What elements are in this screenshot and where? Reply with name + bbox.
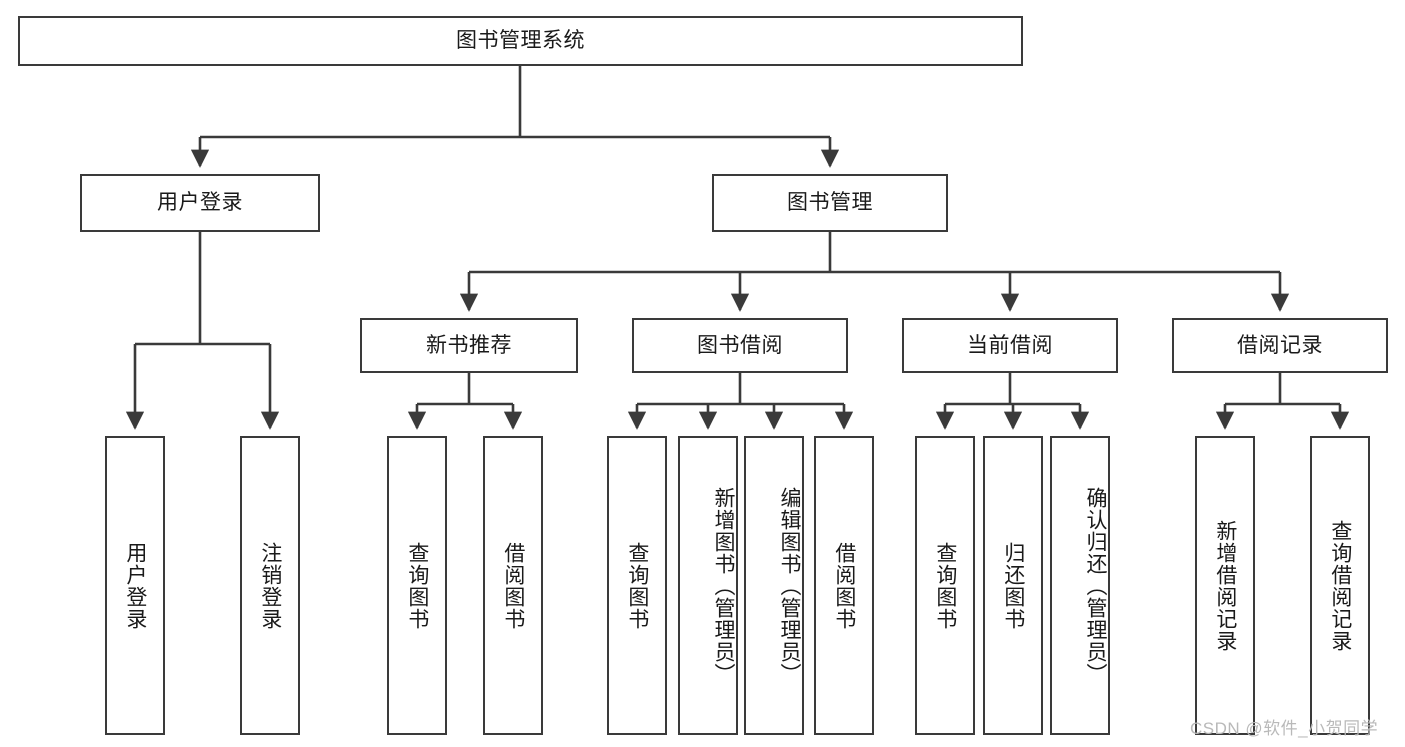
- node-leaf-edit-book[interactable]: 编辑图书（管理员）: [744, 436, 804, 735]
- node-leaf-return-book[interactable]: 归还图书: [983, 436, 1043, 735]
- node-borrow-record-label: 借阅记录: [1237, 333, 1323, 357]
- node-leaf-query-book-1-label: 查询图书: [405, 541, 429, 630]
- node-new-book-rec-label: 新书推荐: [426, 333, 512, 357]
- node-leaf-query-book-1[interactable]: 查询图书: [387, 436, 447, 735]
- node-leaf-add-book-label: 新增图书（管理员）: [712, 486, 735, 685]
- node-leaf-borrow-book-2[interactable]: 借阅图书: [814, 436, 874, 735]
- node-current-borrow-label: 当前借阅: [967, 333, 1053, 357]
- node-leaf-add-record-label: 新增借阅记录: [1213, 519, 1237, 652]
- node-current-borrow[interactable]: 当前借阅: [902, 318, 1118, 373]
- node-leaf-query-book-3[interactable]: 查询图书: [915, 436, 975, 735]
- node-root[interactable]: 图书管理系统: [18, 16, 1023, 66]
- node-leaf-edit-book-label: 编辑图书（管理员）: [778, 486, 801, 685]
- csdn-watermark: CSDN @软件_小贺同学: [1190, 719, 1379, 738]
- node-book-manage[interactable]: 图书管理: [712, 174, 948, 232]
- node-borrow-record[interactable]: 借阅记录: [1172, 318, 1388, 373]
- node-leaf-confirm-return-label: 确认归还（管理员）: [1084, 486, 1107, 685]
- node-book-borrow[interactable]: 图书借阅: [632, 318, 848, 373]
- node-leaf-return-book-label: 归还图书: [1001, 541, 1025, 630]
- node-leaf-query-book-2-label: 查询图书: [625, 541, 649, 630]
- node-leaf-borrow-book-1-label: 借阅图书: [501, 541, 525, 630]
- node-leaf-confirm-return[interactable]: 确认归还（管理员）: [1050, 436, 1110, 735]
- node-leaf-query-record[interactable]: 查询借阅记录: [1310, 436, 1370, 735]
- node-new-book-rec[interactable]: 新书推荐: [360, 318, 578, 373]
- node-user-login[interactable]: 用户登录: [80, 174, 320, 232]
- node-user-login-label: 用户登录: [157, 191, 243, 215]
- node-leaf-user-login[interactable]: 用户登录: [105, 436, 165, 735]
- node-leaf-borrow-book-2-label: 借阅图书: [832, 541, 856, 630]
- node-leaf-add-book[interactable]: 新增图书（管理员）: [678, 436, 738, 735]
- node-leaf-query-book-3-label: 查询图书: [933, 541, 957, 630]
- node-leaf-logout[interactable]: 注销登录: [240, 436, 300, 735]
- node-leaf-user-login-label: 用户登录: [123, 541, 147, 630]
- node-leaf-borrow-book-1[interactable]: 借阅图书: [483, 436, 543, 735]
- node-leaf-logout-label: 注销登录: [258, 541, 282, 630]
- node-leaf-query-book-2[interactable]: 查询图书: [607, 436, 667, 735]
- node-root-label: 图书管理系统: [456, 29, 585, 53]
- node-book-manage-label: 图书管理: [787, 191, 873, 215]
- node-leaf-add-record[interactable]: 新增借阅记录: [1195, 436, 1255, 735]
- node-leaf-query-record-label: 查询借阅记录: [1328, 519, 1352, 652]
- node-book-borrow-label: 图书借阅: [697, 333, 783, 357]
